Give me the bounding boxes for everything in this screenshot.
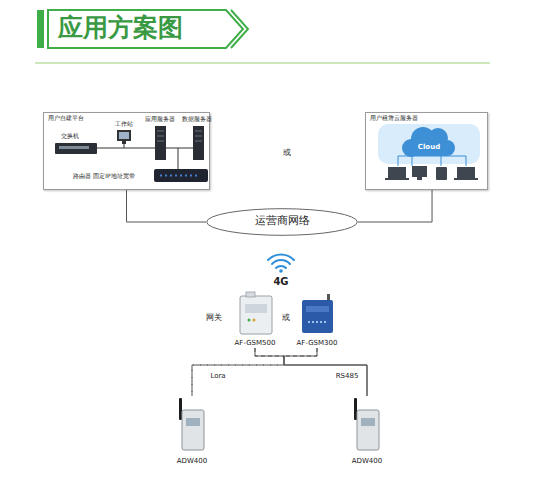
server-slots — [157, 131, 164, 141]
connector-line — [284, 348, 367, 396]
server-slots — [195, 131, 202, 141]
gateway-device — [240, 296, 272, 334]
gateway-node: AF-GSM500 — [228, 292, 282, 348]
signal-icon — [268, 254, 294, 268]
network-ellipse: 运营商网络 — [206, 208, 358, 236]
banner-frame — [48, 10, 243, 48]
device-label: ADW400 — [341, 458, 393, 466]
meter-device — [357, 410, 379, 450]
meter-display — [186, 418, 200, 426]
cloud-links — [398, 156, 466, 166]
connector-line — [255, 348, 367, 396]
banner-bar — [37, 10, 44, 48]
switch-ports — [59, 146, 89, 149]
gateway-panel — [306, 306, 329, 312]
tablet-icon — [436, 167, 447, 180]
signal-dot — [279, 269, 283, 273]
cloud-icon — [402, 127, 455, 157]
gateway-led — [248, 319, 251, 322]
device-label: 应用服务器 — [145, 116, 175, 123]
connector-line — [127, 190, 207, 222]
device-label: 交换机 — [61, 133, 79, 140]
monitor-stand — [122, 141, 126, 144]
router-leds — [160, 175, 200, 177]
signal-arc — [272, 260, 290, 264]
signal-arc — [276, 266, 286, 268]
server-icon — [155, 126, 166, 160]
meter-node: ADW400 — [166, 396, 218, 466]
connector-line — [192, 348, 284, 396]
cloud-text: Cloud — [418, 144, 440, 152]
box-heading: 用户租赁云服务器 — [370, 115, 418, 122]
device-label: 路由器 固定IP地址宽带 — [73, 173, 134, 180]
laptop-icon — [388, 167, 406, 178]
device-label: 数据服务器 — [182, 116, 212, 123]
cloud-panel — [378, 124, 480, 164]
box-heading: 用户自建平台 — [48, 115, 84, 122]
laptop-base — [385, 178, 409, 180]
device-label: ADW400 — [166, 458, 218, 466]
gateway-device — [302, 300, 333, 333]
monitor-icon — [412, 166, 427, 177]
laptop-base — [454, 178, 478, 180]
cloud-part — [408, 144, 450, 156]
banner-chevron — [231, 10, 248, 48]
divider-line — [35, 63, 490, 64]
or-note: 或 — [283, 149, 291, 158]
gateway-leds — [308, 321, 327, 323]
gateway-antenna — [327, 294, 330, 301]
server-icon — [193, 126, 204, 160]
switch-icon — [55, 143, 97, 154]
page-title: 应用方案图 — [58, 12, 183, 44]
monitor-icon — [117, 130, 131, 141]
monitor-stand — [417, 177, 422, 180]
connector-label: Lora — [210, 373, 225, 381]
device-label: AF-GSM300 — [290, 340, 344, 348]
lan-wire — [97, 144, 199, 169]
meter-device — [182, 410, 204, 450]
meter-display — [361, 418, 375, 426]
node-label: 运营商网络 — [206, 215, 358, 227]
device-label: 工作站 — [115, 121, 133, 128]
gateway-caption: 网关 — [206, 314, 222, 323]
gateway-panel — [245, 304, 267, 313]
connector-line — [192, 348, 317, 396]
gateway-antenna-port — [246, 292, 255, 297]
ellipse-shape — [207, 209, 358, 236]
device-label: AF-GSM500 — [228, 340, 282, 348]
connector-label: RS485 — [336, 373, 359, 381]
gateway-node: AF-GSM300 — [290, 292, 344, 348]
meter-node: ADW400 — [341, 396, 393, 466]
monitor-screen — [119, 132, 129, 139]
connector-line — [358, 190, 432, 222]
router-icon — [154, 169, 208, 182]
gateway-led — [253, 319, 256, 322]
signal-label: 4G — [273, 276, 288, 287]
or-note: 或 — [282, 314, 290, 323]
laptop-icon — [457, 167, 475, 178]
